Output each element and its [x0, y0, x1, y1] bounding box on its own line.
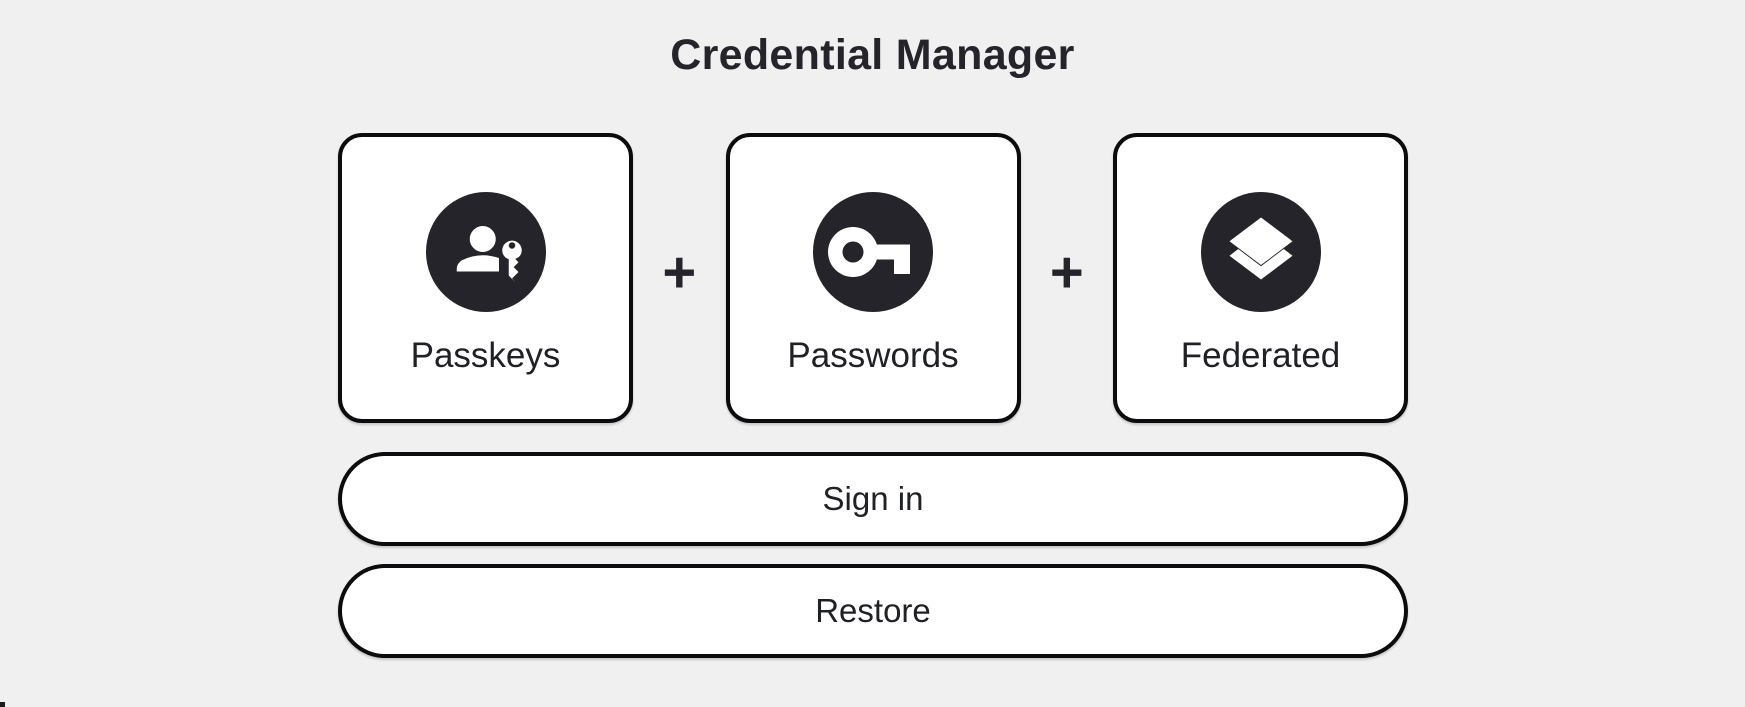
- passkeys-card[interactable]: Passkeys: [338, 133, 633, 423]
- sign-in-button[interactable]: Sign in: [338, 452, 1408, 546]
- plus-separator: +: [1049, 240, 1084, 305]
- plus-separator: +: [662, 240, 697, 305]
- passkey-person-key-glyph: [456, 226, 522, 283]
- passkeys-card-label: Passkeys: [410, 336, 561, 375]
- screen-corner-artifact: [0, 702, 5, 707]
- federated-card[interactable]: Federated: [1113, 133, 1408, 423]
- federated-card-label: Federated: [1180, 336, 1341, 375]
- restore-button[interactable]: Restore: [338, 564, 1408, 658]
- layers-stack-icon: [1200, 192, 1321, 312]
- key-icon: [813, 192, 933, 312]
- key-glyph: [828, 227, 910, 277]
- credential-cards-row: Passkeys + Passwords +: [338, 133, 1408, 423]
- layers-stack-glyph: [1229, 217, 1292, 280]
- passkey-icon: [425, 192, 546, 312]
- page-title: Credential Manager: [670, 31, 1075, 79]
- passwords-card-label: Passwords: [787, 336, 959, 375]
- passwords-card[interactable]: Passwords: [725, 133, 1021, 423]
